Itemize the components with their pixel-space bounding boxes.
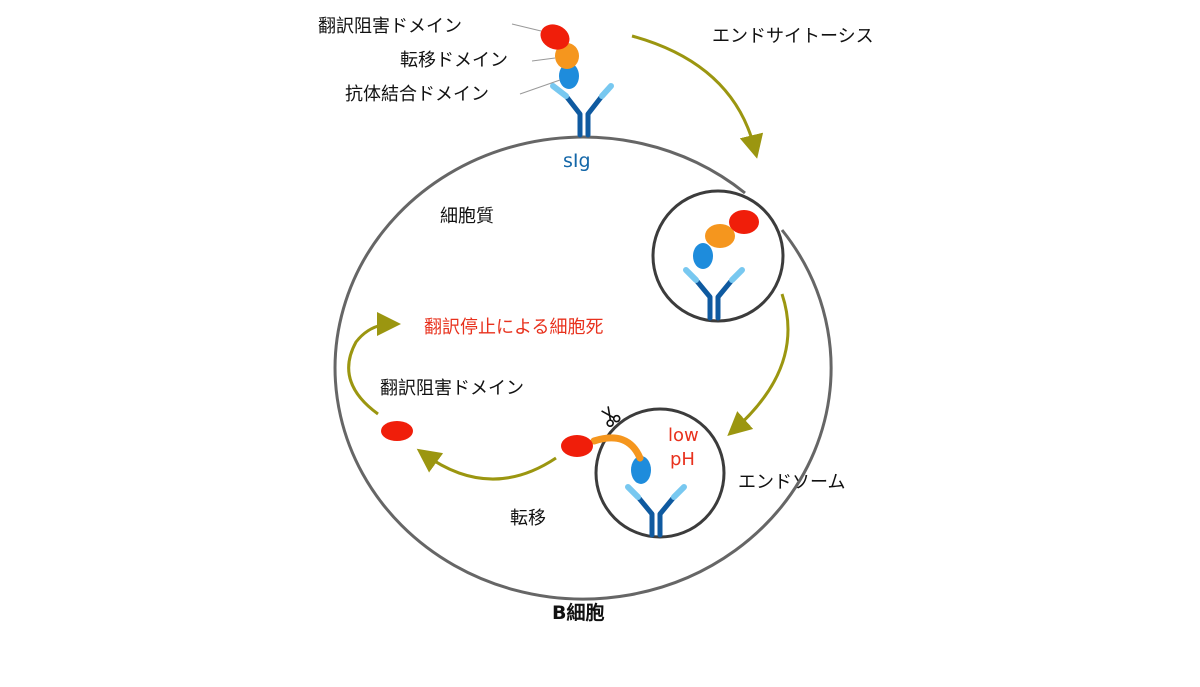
- escaping-translation-domain: [561, 435, 593, 457]
- free-translation-domain: [381, 421, 413, 441]
- antibody-binding-domain-ellipse: [559, 63, 579, 89]
- surface-antibody: [550, 83, 614, 138]
- label-ph: pH: [670, 449, 695, 470]
- translocation-domain-stretched: [590, 434, 644, 462]
- cell-death-arrow: [347, 312, 401, 416]
- endosome-antibody: [625, 484, 687, 538]
- label-sig: sIg: [563, 150, 591, 172]
- label-low: low: [668, 425, 699, 446]
- endosome-binding-domain: [631, 456, 651, 484]
- vesicle-antibody: [683, 267, 745, 321]
- translocation-arrow: [416, 448, 557, 481]
- immunotoxin-top: [540, 24, 579, 89]
- label-translocation-domain: 転移ドメイン: [400, 50, 508, 71]
- label-translocation: 転移: [510, 508, 546, 529]
- scissors-icon: [601, 406, 621, 428]
- label-b-cell: B細胞: [552, 601, 604, 624]
- cell-membrane: [333, 135, 833, 601]
- leader-line: [531, 57, 556, 62]
- endosome-transition-arrow: [727, 293, 790, 436]
- label-translation-inhibition-domain: 翻訳阻害ドメイン: [318, 16, 462, 37]
- leader-line: [511, 23, 542, 32]
- label-cytoplasm: 細胞質: [440, 206, 494, 227]
- label-endocytosis: エンドサイトーシス: [712, 26, 874, 47]
- leader-line: [519, 79, 561, 95]
- label-translation-inhibition-domain-free: 翻訳阻害ドメイン: [380, 378, 524, 399]
- endocytosis-arrow: [631, 34, 764, 159]
- vesicle-immunotoxin: [693, 210, 759, 269]
- label-antibody-binding-domain: 抗体結合ドメイン: [345, 84, 489, 105]
- label-cell-death: 翻訳停止による細胞死: [424, 317, 603, 338]
- translation-inhibition-domain-ellipse: [540, 24, 570, 50]
- label-endosome: エンドソーム: [738, 472, 845, 493]
- translocation-domain-ellipse: [555, 43, 579, 69]
